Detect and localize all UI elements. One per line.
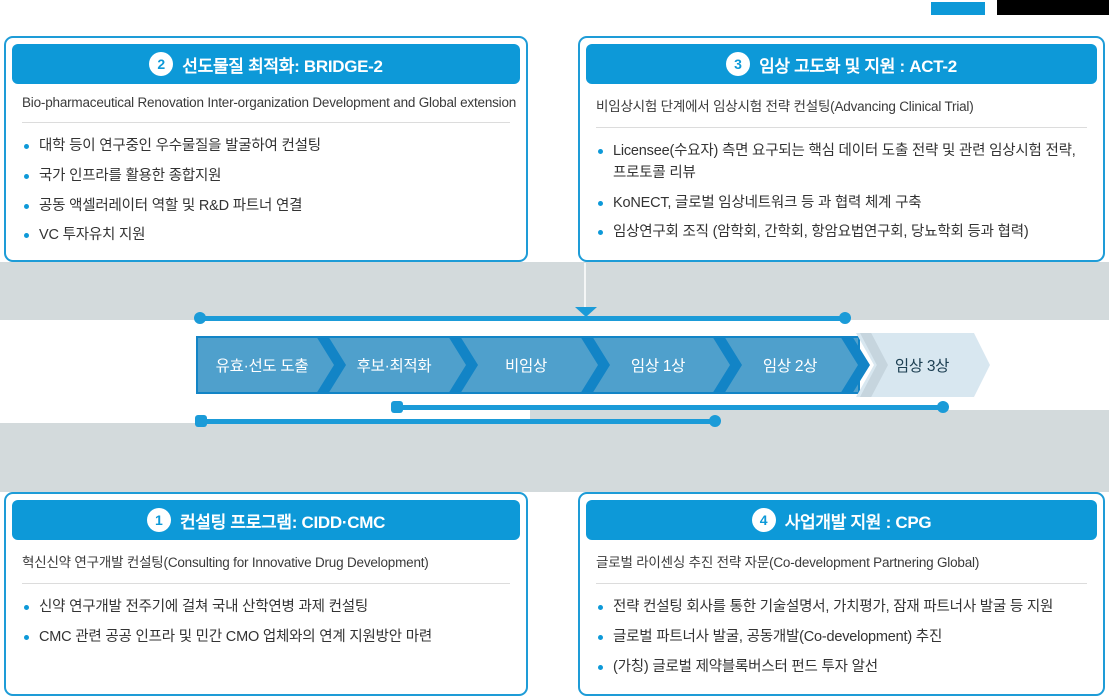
- endpoint-dot-icon: [839, 312, 851, 324]
- bullet-text: 글로벌 파트너사 발굴, 공동개발(Co-development) 추진: [613, 628, 943, 645]
- divider: [22, 583, 510, 584]
- bullet-dot-icon: [24, 634, 29, 640]
- bullet-text: 신약 연구개발 전주기에 걸쳐 국내 산학연병 과제 컨설팅: [39, 599, 369, 615]
- stage-label: 임상 1상: [630, 358, 686, 375]
- number-badge: 1: [146, 508, 171, 532]
- card-act2-header: 3 임상 고도화 및 지원 : ACT-2: [586, 44, 1097, 84]
- card-cidd-cmc-header: 1 컨설팅 프로그램: CIDD·CMC: [12, 500, 520, 540]
- card-cpg: 4 사업개발 지원 : CPG 글로벌 라이센싱 추진 전략 자문(Co-dev…: [578, 492, 1105, 696]
- card-act2: 3 임상 고도화 및 지원 : ACT-2 비임상시험 단계에서 임상시험 전략…: [578, 36, 1105, 262]
- bullet-text: CMC 관련 공공 인프라 및 민간 CMO 업체와의 연계 지원방안 마련: [39, 628, 433, 645]
- bullet-text: (가칭) 글로벌 제약블록버스터 펀드 투자 알선: [613, 658, 878, 675]
- bullet-list: Licensee(수요자) 측면 요구되는 핵심 데이터 도출 전략 및 관련 …: [598, 141, 1085, 244]
- list-item: 대학 등이 연구중인 우수물질을 발굴하여 컨설팅: [24, 136, 508, 158]
- number-badge: 3: [726, 52, 751, 76]
- gray-band-top: [0, 262, 1109, 320]
- card-subtitle: 혁신신약 연구개발 컨설팅(Consulting for Innovative …: [22, 555, 429, 570]
- range-line-bottom-2: [200, 419, 715, 424]
- list-item: 국가 인프라를 활용한 종합지원: [24, 166, 508, 188]
- bullet-text: 전략 컨설팅 회사를 통한 기술설명서, 가치평가, 잠재 파트너사 발굴 등 …: [613, 599, 1054, 615]
- list-item: 임상연구회 조직 (암학회, 간학회, 항암요법연구회, 당뇨학회 등과 협력): [598, 222, 1085, 244]
- bullet-text: 대학 등이 연구중인 우수물질을 발굴하여 컨설팅: [39, 138, 321, 154]
- stage-label: 비임상: [505, 358, 547, 375]
- black-chip: [997, 0, 1109, 15]
- pipeline-band: [196, 336, 860, 394]
- bullet-text: Licensee(수요자) 측면 요구되는 핵심 데이터 도출 전략 및 관련 …: [613, 143, 1076, 181]
- endpoint-square-icon: [195, 415, 207, 427]
- bullet-text: KoNECT, 글로벌 임상네트워크 등 과 협력 체계 구축: [613, 194, 922, 211]
- endpoint-square-icon: [391, 401, 403, 413]
- range-line-bottom-1: [397, 405, 943, 410]
- bullet-list: 대학 등이 연구중인 우수물질을 발굴하여 컨설팅 국가 인프라를 활용한 종합…: [24, 136, 508, 247]
- card-subtitle: 비임상시험 단계에서 임상시험 전략 컨설팅(Advancing Clinica…: [596, 99, 974, 114]
- endpoint-dot-icon: [194, 312, 206, 324]
- stage-label: 유효·선도 도출: [215, 358, 309, 375]
- down-arrow-icon: [575, 307, 597, 317]
- blue-chip: [931, 2, 985, 15]
- vertical-divider-line: [584, 263, 586, 307]
- endpoint-dot-icon: [709, 415, 721, 427]
- bullet-dot-icon: [598, 605, 603, 610]
- list-item: Licensee(수요자) 측면 요구되는 핵심 데이터 도출 전략 및 관련 …: [598, 141, 1085, 185]
- card-title: 컨설팅 프로그램: CIDD·CMC: [179, 512, 386, 532]
- bullet-dot-icon: [598, 230, 603, 236]
- card-subtitle: 글로벌 라이센싱 추진 전략 자문(Co-development Partner…: [596, 555, 980, 570]
- bullet-dot-icon: [598, 149, 603, 154]
- bullet-text: 국가 인프라를 활용한 종합지원: [39, 167, 222, 184]
- stage-label: 후보·최적화: [356, 358, 432, 375]
- divider: [22, 122, 510, 123]
- card-title: 임상 고도화 및 지원 : ACT-2: [759, 56, 957, 76]
- card-bridge2: 2 선도물질 최적화: BRIDGE-2 Bio-pharmaceutical …: [4, 36, 528, 262]
- divider: [596, 583, 1087, 584]
- list-item: CMC 관련 공공 인프라 및 민간 CMO 업체와의 연계 지원방안 마련: [24, 627, 508, 649]
- list-item: 전략 컨설팅 회사를 통한 기술설명서, 가치평가, 잠재 파트너사 발굴 등 …: [598, 597, 1085, 619]
- bullet-text: 공동 액셀러레이터 역할 및 R&D 파트너 연결: [39, 197, 303, 214]
- bullet-dot-icon: [24, 203, 29, 209]
- bullet-dot-icon: [24, 173, 29, 179]
- number-badge: 2: [149, 52, 174, 76]
- bullet-text: 임상연구회 조직 (암학회, 간학회, 항암요법연구회, 당뇨학회 등과 협력): [613, 224, 1029, 241]
- development-stage-pipeline: 유효·선도 도출 후보·최적화 비임상 임상 1상 임상 2상 임상 3상: [196, 333, 1006, 397]
- card-bridge2-header: 2 선도물질 최적화: BRIDGE-2: [12, 44, 520, 84]
- number-badge: 4: [751, 508, 776, 532]
- bullet-text: VC 투자유치 지원: [39, 227, 146, 244]
- list-item: 글로벌 파트너사 발굴, 공동개발(Co-development) 추진: [598, 627, 1085, 649]
- card-cidd-cmc: 1 컨설팅 프로그램: CIDD·CMC 혁신신약 연구개발 컨설팅(Consu…: [4, 492, 528, 696]
- range-line-top: [200, 316, 845, 321]
- card-cpg-header: 4 사업개발 지원 : CPG: [586, 500, 1097, 540]
- list-item: 공동 액셀러레이터 역할 및 R&D 파트너 연결: [24, 196, 508, 218]
- divider: [596, 127, 1087, 128]
- bullet-dot-icon: [598, 634, 603, 640]
- gray-band-bottom-left: [0, 423, 530, 492]
- bullet-dot-icon: [24, 144, 29, 149]
- stage-label: 임상 3상: [894, 358, 950, 375]
- endpoint-dot-icon: [937, 401, 949, 413]
- card-title: 사업개발 지원 : CPG: [784, 512, 932, 532]
- list-item: 신약 연구개발 전주기에 걸쳐 국내 산학연병 과제 컨설팅: [24, 597, 508, 619]
- bullet-list: 전략 컨설팅 회사를 통한 기술설명서, 가치평가, 잠재 파트너사 발굴 등 …: [598, 597, 1085, 678]
- list-item: (가칭) 글로벌 제약블록버스터 펀드 투자 알선: [598, 657, 1085, 679]
- bullet-dot-icon: [24, 605, 29, 610]
- bullet-dot-icon: [24, 233, 29, 239]
- list-item: VC 투자유치 지원: [24, 225, 508, 247]
- list-item: KoNECT, 글로벌 임상네트워크 등 과 협력 체계 구축: [598, 193, 1085, 215]
- card-title: 선도물질 최적화: BRIDGE-2: [182, 56, 383, 76]
- stage-label: 임상 2상: [762, 358, 818, 375]
- bullet-list: 신약 연구개발 전주기에 걸쳐 국내 산학연병 과제 컨설팅 CMC 관련 공공…: [24, 597, 508, 649]
- bullet-dot-icon: [598, 200, 603, 206]
- bullet-dot-icon: [598, 664, 603, 670]
- card-subtitle: Bio-pharmaceutical Renovation Inter-orga…: [22, 95, 517, 110]
